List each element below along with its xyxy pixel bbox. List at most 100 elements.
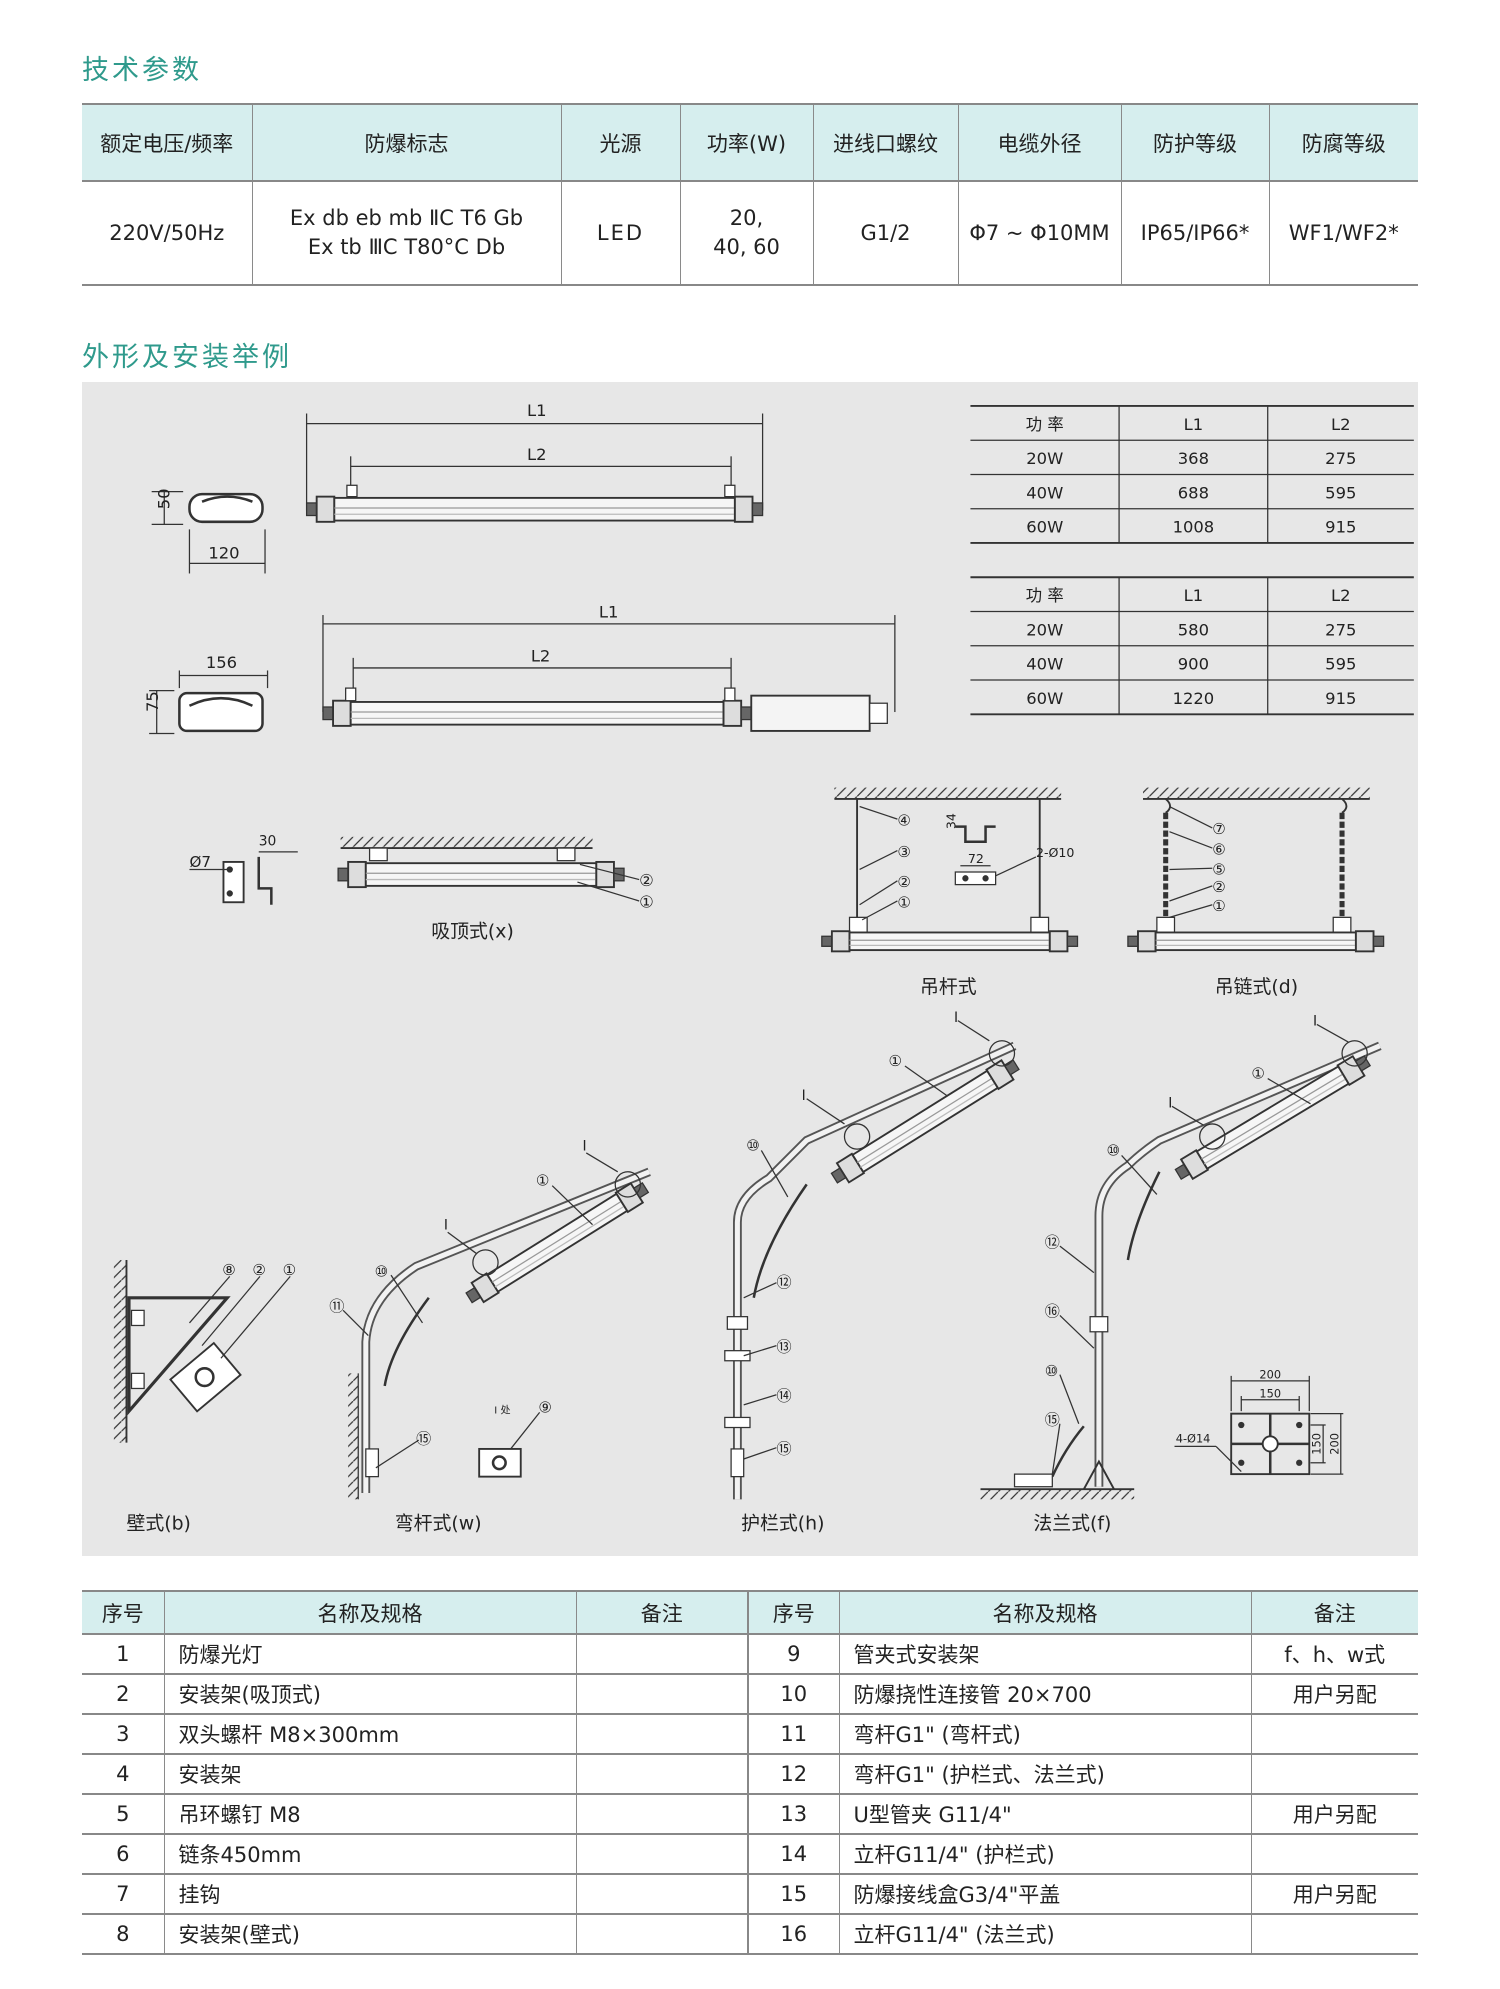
header-ip: 防护等级 — [1120, 103, 1269, 182]
rod-mount-diagram: ④ ③ ② ① 34 72 2-Ø10 吊杆式 — [821, 787, 1079, 998]
callout: ① — [283, 1261, 297, 1279]
power-1: 20, — [729, 206, 764, 230]
callout: ⑩ — [1106, 1141, 1120, 1159]
callout: ⑮ — [776, 1440, 791, 1458]
callout: ① — [1212, 897, 1226, 915]
dim-offset-30: 30 — [259, 834, 277, 850]
callout: ③ — [897, 843, 911, 861]
header-no: 序号 — [82, 1590, 164, 1635]
dim-72: 72 — [968, 851, 984, 866]
part-name: 防爆接线盒G3/4"平盖 — [838, 1874, 1251, 1915]
part-no: 11 — [747, 1714, 839, 1755]
lamp-short: L1 L2 — [305, 401, 764, 523]
detail-mark-i: I — [1313, 1014, 1317, 1030]
section-title-appearance: 外形及安装举例 — [82, 342, 292, 373]
dim-34: 34 — [943, 813, 958, 829]
lamp-body — [305, 495, 764, 523]
dim-table-cell: 580 — [1178, 620, 1209, 639]
part-no: 7 — [82, 1874, 164, 1915]
header-remark: 备注 — [1250, 1590, 1418, 1635]
label-flange: 法兰式(f) — [1033, 1513, 1111, 1535]
dim-table-cell: 275 — [1325, 620, 1356, 639]
dim-table-header: L1 — [1184, 415, 1204, 434]
detail-mark-i: I — [1168, 1096, 1172, 1112]
dim-table-cell: 595 — [1325, 483, 1356, 502]
callout: ⑧ — [222, 1261, 236, 1279]
dim-height-2: 75 — [143, 691, 162, 712]
lamp-body — [337, 860, 625, 889]
callout: ② — [639, 871, 654, 890]
part-remark — [575, 1714, 748, 1755]
header-name-spec: 名称及规格 — [838, 1590, 1251, 1635]
part-remark — [1250, 1834, 1418, 1875]
guardrail-diagram: ① ⑩ ⑫ ⑬ ⑭ ⑮ I I 护栏式(h) — [724, 1010, 1020, 1535]
dim-flange-150-h: 150 — [1310, 1433, 1324, 1455]
header-name-spec: 名称及规格 — [163, 1590, 576, 1635]
cell-light-source: LED — [560, 181, 680, 286]
callout: ② — [897, 873, 911, 891]
part-name: 安装架 — [163, 1754, 576, 1795]
dim-table-header: 功 率 — [1026, 586, 1064, 605]
bent-pole-diagram: ① ⑩ ⑪ ⑮ I I I 处 ⑨ 弯杆式(w) — [329, 1138, 651, 1535]
label-wall-mount: 壁式(b) — [126, 1513, 190, 1535]
callout: ④ — [897, 811, 911, 829]
part-remark — [575, 1914, 748, 1955]
dim-width-2: 156 — [206, 653, 237, 672]
detail-mark-i: I — [802, 1088, 806, 1104]
dim-table-cell: 1220 — [1173, 689, 1215, 708]
dim-table-cell: 915 — [1325, 689, 1356, 708]
dim-width-1: 120 — [208, 543, 239, 562]
dim-table-cell: 900 — [1178, 655, 1209, 674]
part-no: 15 — [747, 1874, 839, 1915]
part-name: 防爆光灯 — [163, 1634, 576, 1675]
spec-table: 额定电压/频率 防爆标志 光源 功率(W) 进线口螺纹 电缆外径 防护等级 防腐… — [82, 103, 1418, 286]
callout: ⑤ — [1212, 861, 1226, 879]
dim-table-cell: 595 — [1325, 655, 1356, 674]
dim-l2-short: L2 — [527, 445, 547, 464]
flange-diagram: ① ⑩ ⑫ ⑯ ⑩ ⑮ I I 200 150 150 200 4-Ø14 法兰… — [980, 1014, 1382, 1535]
spec-header-row: 额定电压/频率 防爆标志 光源 功率(W) 进线口螺纹 电缆外径 防护等级 防腐… — [82, 103, 1418, 182]
header-voltage: 额定电压/频率 — [82, 103, 252, 182]
power-2: 40, 60 — [713, 235, 780, 259]
ex-mark-2: Ex tb ⅢC T80°C Db — [307, 235, 506, 259]
cell-voltage: 220V/50Hz — [82, 181, 252, 286]
part-no: 14 — [747, 1834, 839, 1875]
part-remark — [1250, 1914, 1418, 1955]
part-no: 16 — [747, 1914, 839, 1955]
header-thread: 进线口螺纹 — [812, 103, 958, 182]
dim-table-header: L2 — [1331, 415, 1351, 434]
part-no: 10 — [747, 1674, 839, 1715]
part-remark — [575, 1674, 748, 1715]
dim-table-cell: 20W — [1026, 449, 1063, 468]
part-no: 2 — [82, 1674, 164, 1715]
lamp-body — [821, 930, 1079, 953]
part-no: 13 — [747, 1794, 839, 1835]
part-remark — [575, 1634, 748, 1675]
callout: ① — [536, 1172, 550, 1190]
callout: ② — [1212, 878, 1226, 896]
part-name: 防爆挠性连接管 20×700 — [838, 1674, 1251, 1715]
detail-i-label: I 处 — [494, 1405, 510, 1417]
callout: ② — [252, 1261, 266, 1279]
part-name: 安装架(吸顶式) — [163, 1674, 576, 1715]
part-remark: f、h、w式 — [1250, 1634, 1418, 1675]
callout: ⑩ — [1045, 1362, 1059, 1380]
callout: ⑬ — [776, 1338, 791, 1356]
part-remark: 用户另配 — [1250, 1674, 1418, 1715]
header-cable: 电缆外径 — [957, 103, 1121, 182]
part-remark: 用户另配 — [1250, 1794, 1418, 1835]
header-wf: 防腐等级 — [1268, 103, 1418, 182]
part-name: 吊环螺钉 M8 — [163, 1794, 576, 1835]
